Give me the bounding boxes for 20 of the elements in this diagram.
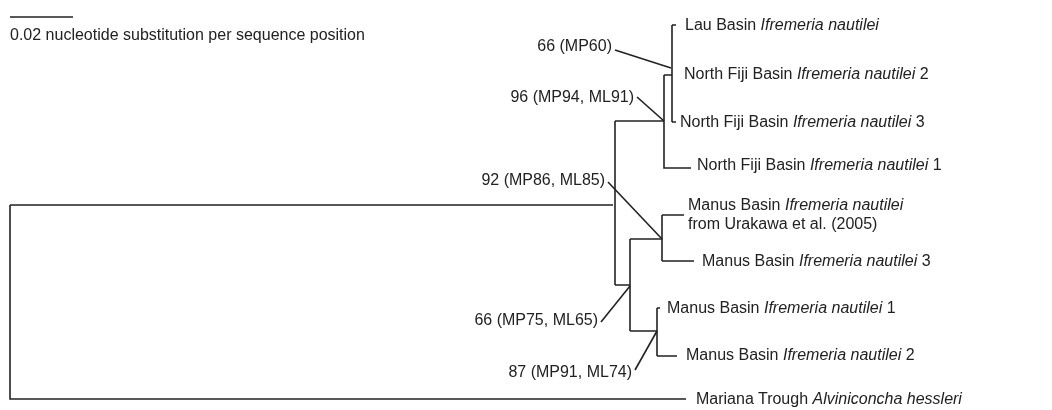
taxon-label: Manus Basin Ifremeria nautilei 1 (667, 298, 896, 317)
leader-line (614, 49, 672, 69)
taxon-label: Mariana Trough Alviniconcha hessleri (696, 389, 962, 408)
leader-line (634, 330, 658, 371)
support-value: 87 (MP91, ML74) (508, 362, 632, 381)
taxon-label: North Fiji Basin Ifremeria nautilei 3 (680, 112, 925, 131)
leader-line (600, 285, 631, 323)
support-value: 66 (MP75, ML65) (474, 310, 598, 329)
leader-line (636, 96, 665, 122)
taxon-label: Lau Basin Ifremeria nautilei (685, 15, 879, 34)
support-value: 96 (MP94, ML91) (510, 87, 634, 106)
leader-line (607, 181, 663, 240)
taxon-label: Manus Basin Ifremeria nautilei 2 (686, 345, 915, 364)
taxon-label: North Fiji Basin Ifremeria nautilei 1 (697, 155, 942, 174)
taxon-label: Manus Basin Ifremeria nautilei 3 (702, 251, 931, 270)
support-value: 66 (MP60) (537, 36, 612, 55)
taxon-label: North Fiji Basin Ifremeria nautilei 2 (684, 64, 929, 83)
support-value: 92 (MP86, ML85) (481, 170, 605, 189)
taxon-label: Manus Basin Ifremeria nautilei from Urakawa et al. (2005) (688, 195, 905, 233)
scale-label: 0.02 nucleotide substitution per sequence position (10, 25, 365, 44)
